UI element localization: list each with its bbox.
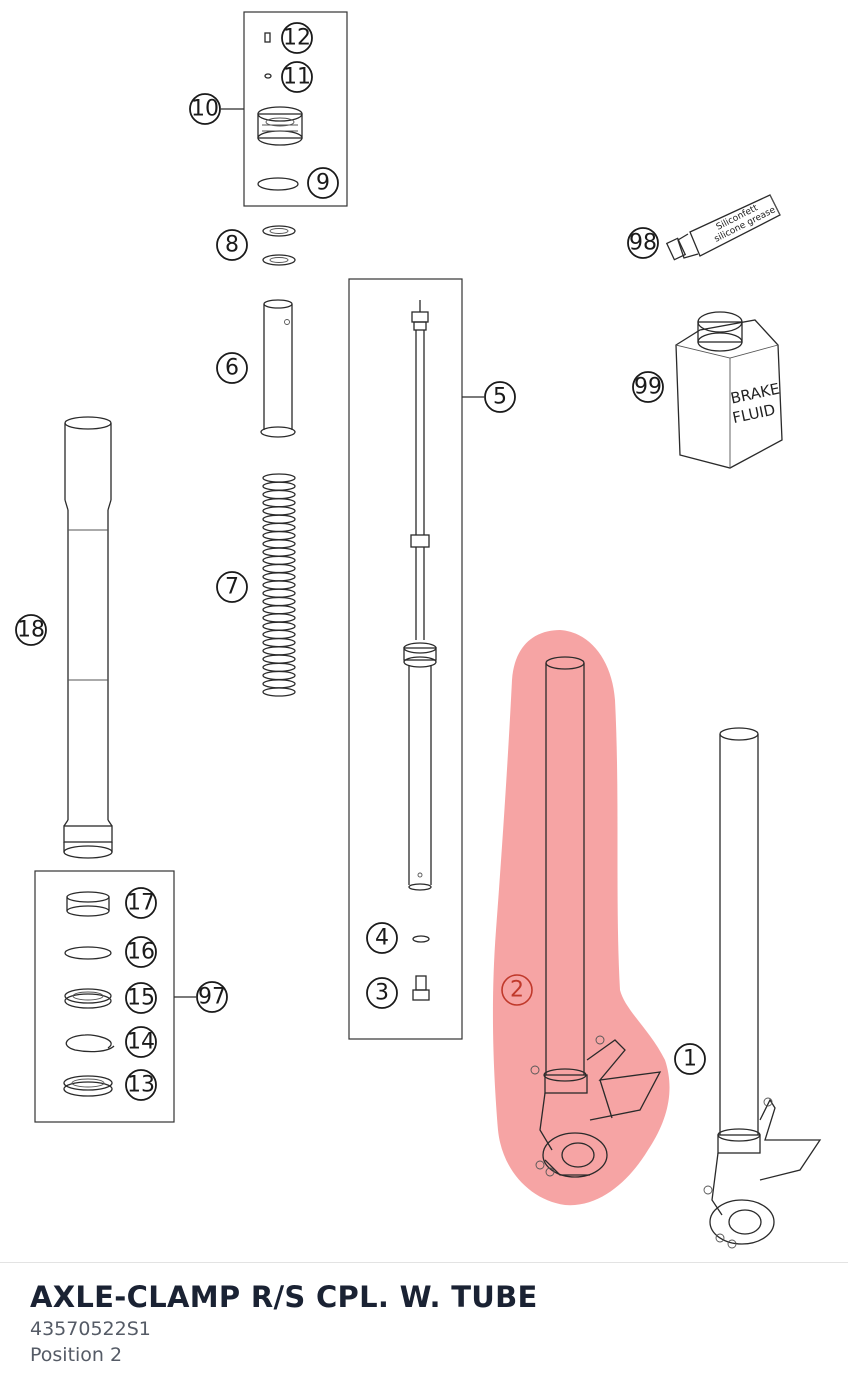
callout-1[interactable]: 1 xyxy=(674,1043,706,1075)
callout-3[interactable]: 3 xyxy=(366,977,398,1009)
part-title: AXLE-CLAMP R/S CPL. W. TUBE xyxy=(30,1280,538,1314)
part-13-seal xyxy=(63,1075,113,1097)
part-15-seal xyxy=(64,988,112,1009)
part-3-bolt xyxy=(412,975,430,1001)
part-11-oring xyxy=(264,73,272,79)
svg-text:97: 97 xyxy=(198,985,226,1010)
svg-text:12: 12 xyxy=(283,26,311,51)
callout-99[interactable]: 99 xyxy=(632,371,664,403)
spring-coil xyxy=(262,498,296,508)
svg-text:14: 14 xyxy=(127,1030,155,1055)
spring-coil xyxy=(262,596,296,607)
callout-9[interactable]: 9 xyxy=(307,167,339,199)
svg-text:16: 16 xyxy=(127,940,155,965)
svg-text:2: 2 xyxy=(510,978,524,1003)
callout-11[interactable]: 11 xyxy=(281,61,313,93)
spring-coil xyxy=(262,522,296,533)
spring-coil xyxy=(262,506,296,516)
svg-text:6: 6 xyxy=(225,356,239,381)
callout-16[interactable]: 16 xyxy=(125,936,157,968)
spring-coil xyxy=(262,646,296,656)
spring-coil xyxy=(262,473,296,483)
part-8-washers xyxy=(262,225,296,266)
svg-text:8: 8 xyxy=(225,233,239,258)
callout-14[interactable]: 14 xyxy=(125,1026,157,1058)
callout-12[interactable]: 12 xyxy=(281,22,313,54)
part-2-axle-clamp[interactable] xyxy=(530,656,662,1178)
svg-text:13: 13 xyxy=(127,1073,155,1098)
svg-text:4: 4 xyxy=(375,926,389,951)
spring-coil xyxy=(262,637,296,648)
svg-text:18: 18 xyxy=(17,618,45,643)
spring-coil xyxy=(262,588,296,598)
spring-coil xyxy=(262,481,296,491)
callout-4[interactable]: 4 xyxy=(366,922,398,954)
svg-text:5: 5 xyxy=(493,385,507,410)
part-99-brake-fluid-can: BRAKE FLUID xyxy=(675,311,783,469)
svg-text:15: 15 xyxy=(127,986,155,1011)
spring-coil xyxy=(262,621,296,631)
callout-5[interactable]: 5 xyxy=(484,381,516,413)
part-1-axle-clamp xyxy=(703,727,822,1249)
part-12-screw xyxy=(264,32,271,43)
spring-coil xyxy=(262,670,296,681)
part-6-spacer-tube xyxy=(260,299,296,438)
callout-2-highlighted[interactable]: 2 xyxy=(501,974,533,1006)
part-2-highlight[interactable] xyxy=(492,630,670,1206)
spring-coil xyxy=(262,654,296,664)
part-9-oring xyxy=(257,177,299,191)
spring-coil xyxy=(262,687,296,697)
spring-coil xyxy=(262,580,296,590)
part-18-outer-tube xyxy=(63,416,113,859)
svg-text:9: 9 xyxy=(316,171,330,196)
spring-coil xyxy=(262,563,296,574)
spring-coil xyxy=(262,539,296,549)
spring-coil xyxy=(262,605,296,615)
group-box-5 xyxy=(348,278,463,1040)
part-4-oring xyxy=(412,935,430,943)
spring-coil xyxy=(262,679,296,689)
part-10-cap xyxy=(257,106,303,146)
svg-text:11: 11 xyxy=(283,65,311,90)
part-17-bushing xyxy=(66,891,110,917)
callout-18[interactable]: 18 xyxy=(15,614,47,646)
callout-6[interactable]: 6 xyxy=(216,352,248,384)
part-info-panel: AXLE-CLAMP R/S CPL. W. TUBE 43570522S1 P… xyxy=(30,1278,830,1368)
part-number: 43570522S1 xyxy=(30,1318,151,1340)
part-98-grease-tube: Siliconfett silicone grease xyxy=(665,194,781,261)
svg-text:10: 10 xyxy=(191,97,219,122)
spring-coil xyxy=(262,662,296,672)
spring-coil xyxy=(262,547,296,557)
svg-text:3: 3 xyxy=(375,981,389,1006)
callout-10[interactable]: 10 xyxy=(189,93,221,125)
part-7-spring xyxy=(262,473,296,697)
svg-text:98: 98 xyxy=(629,231,657,256)
svg-text:1: 1 xyxy=(683,1047,697,1072)
spring-coil xyxy=(262,530,296,541)
spring-coil xyxy=(262,555,296,565)
svg-text:99: 99 xyxy=(634,375,662,400)
part-position: Position 2 xyxy=(30,1344,123,1366)
part-5-cartridge xyxy=(403,300,437,891)
svg-text:7: 7 xyxy=(225,575,239,600)
callout-97[interactable]: 97 xyxy=(196,981,228,1013)
callout-15[interactable]: 15 xyxy=(125,982,157,1014)
divider xyxy=(0,1262,848,1263)
callout-8[interactable]: 8 xyxy=(216,229,248,261)
part-14-circlip xyxy=(65,1034,115,1053)
spring-coil xyxy=(262,613,296,623)
callout-17[interactable]: 17 xyxy=(125,887,157,919)
part-16-ring xyxy=(64,946,112,960)
spring-coil xyxy=(262,514,296,524)
callout-7[interactable]: 7 xyxy=(216,571,248,603)
exploded-fork-diagram: Siliconfett silicone grease BRAKE FLUID … xyxy=(15,11,822,1249)
svg-text:17: 17 xyxy=(127,891,155,916)
callout-98[interactable]: 98 xyxy=(627,227,659,259)
spring-coil xyxy=(262,489,296,500)
spring-coil xyxy=(262,572,296,582)
spring-coil xyxy=(262,629,296,640)
callout-13[interactable]: 13 xyxy=(125,1069,157,1101)
